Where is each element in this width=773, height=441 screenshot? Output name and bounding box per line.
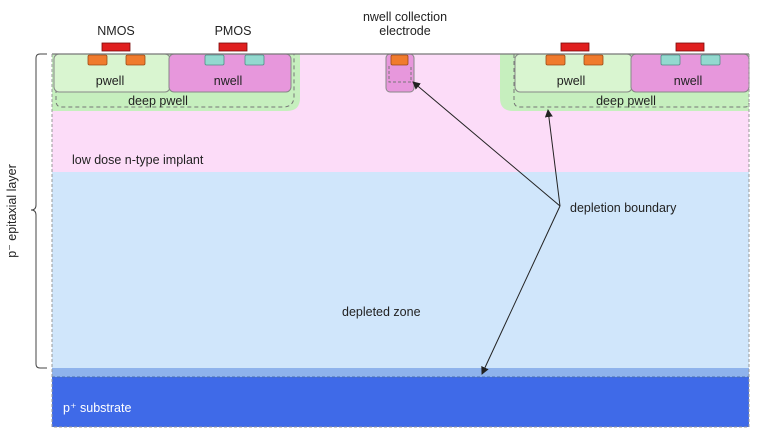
collection-contact	[390, 54, 409, 66]
chip-outline	[51, 54, 750, 428]
gate	[675, 42, 705, 52]
deep-pwell-label: deep pwell	[596, 94, 656, 108]
arrow-to-substrate-boundary	[481, 205, 561, 375]
p-contact	[244, 54, 265, 66]
pmos-gate	[218, 42, 248, 52]
gate	[560, 42, 590, 52]
substrate-label: p⁺ substrate	[63, 401, 131, 415]
pwell-label: pwell	[96, 74, 125, 88]
depleted-zone-label: depleted zone	[342, 305, 421, 319]
depletion-boundary-label: depletion boundary	[570, 201, 677, 215]
nmos-label: NMOS	[97, 24, 135, 38]
pwell-label: pwell	[557, 74, 586, 88]
depletion-band	[52, 368, 749, 377]
n-contact	[125, 54, 146, 66]
p-contact	[660, 54, 681, 66]
collection-depletion-boundary	[388, 66, 412, 83]
deep-pwell-label: deep pwell	[128, 94, 188, 108]
nmos-gate	[101, 42, 131, 52]
substrate-layer	[52, 377, 749, 427]
epi-brace	[30, 53, 47, 369]
p-contact	[700, 54, 721, 66]
nwell-label: nwell	[674, 74, 703, 88]
pmos-label: PMOS	[215, 24, 252, 38]
collection-electrode-label-1: nwell collection	[363, 10, 447, 24]
p-contact	[204, 54, 225, 66]
n-contact	[545, 54, 566, 66]
arrow-to-deep-pwell	[544, 109, 561, 207]
deep-pwell-left-boundary	[55, 54, 295, 108]
depleted-zone	[52, 172, 749, 368]
n-contact	[87, 54, 108, 66]
nwell-label: nwell	[214, 74, 243, 88]
epi-layer-label: p⁻ epitaxial layer	[5, 164, 19, 257]
deep-pwell-right-boundary	[513, 54, 750, 108]
n-contact	[583, 54, 604, 66]
implant-label: low dose n-type implant	[72, 153, 204, 167]
arrow-to-collection	[412, 81, 561, 207]
collection-electrode-label-2: electrode	[379, 24, 430, 38]
